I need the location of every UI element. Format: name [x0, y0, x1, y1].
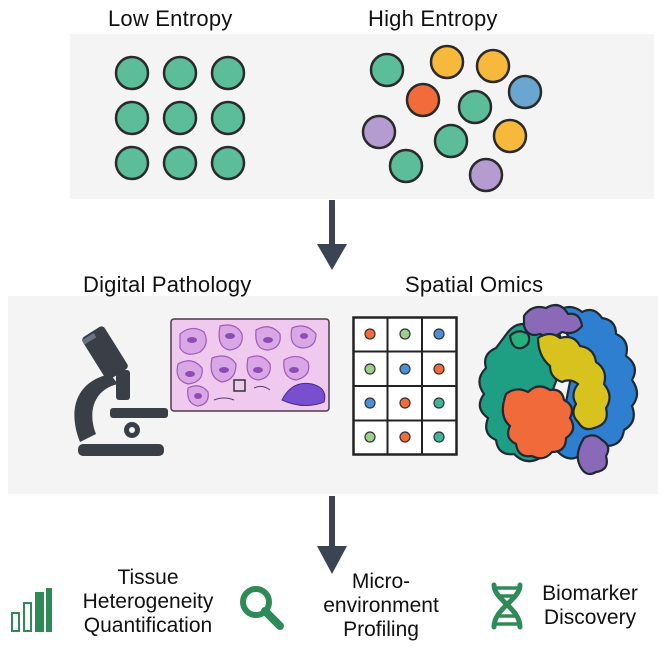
spatial-omics-title: Spatial Omics [405, 272, 544, 297]
high-entropy-scatter [361, 44, 543, 193]
grid-dot [114, 100, 150, 136]
spot [399, 431, 411, 443]
spot [433, 397, 445, 409]
digital-pathology-title: Digital Pathology [83, 272, 252, 297]
tissue-slide [170, 318, 330, 412]
scatter-dot [457, 89, 493, 125]
grid-dot [162, 145, 198, 181]
spot [364, 431, 376, 443]
low-entropy-grid [114, 55, 246, 181]
spot [364, 328, 376, 340]
grid-dot [210, 100, 246, 136]
outcome-line: Heterogeneity [82, 590, 214, 613]
outcome-line: Micro- [351, 570, 411, 593]
magnifier-icon [240, 586, 284, 630]
dna-icon [491, 582, 523, 630]
spot [433, 363, 445, 375]
scatter-dot [433, 123, 469, 159]
grid-dot [210, 145, 246, 181]
outcome-biomarker: Biomarker Discovery [520, 582, 660, 630]
scatter-dot [507, 74, 543, 110]
scatter-dot [388, 148, 424, 184]
grid-dot [210, 55, 246, 91]
down-arrow-top [317, 200, 347, 270]
spot [399, 363, 411, 375]
scatter-dot [361, 114, 397, 150]
outcome-line: Discovery [543, 606, 637, 629]
scatter-dot [475, 48, 511, 84]
low-entropy-title: Low Entropy [108, 6, 233, 31]
high-entropy-title: High Entropy [368, 6, 498, 31]
outcome-line: Quantification [83, 614, 213, 637]
scatter-dot [468, 157, 504, 193]
outcome-line: Profiling [343, 618, 419, 641]
bar-chart-icon [11, 588, 52, 632]
tissue-domains-map [478, 303, 639, 476]
grid-dot [114, 145, 150, 181]
scatter-dot [369, 52, 405, 88]
down-arrow-bottom [317, 496, 347, 574]
grid-dot [162, 55, 198, 91]
spot [399, 397, 411, 409]
outcome-line: Biomarker [542, 582, 638, 605]
scatter-dot [429, 44, 465, 80]
spot [433, 431, 445, 443]
outcome-tissue-heterogeneity: Tissue Heterogeneity Quantification [50, 566, 246, 638]
spot [364, 363, 376, 375]
outcome-line: Tissue [117, 566, 179, 589]
spot [399, 328, 411, 340]
outcome-microenvironment: Micro- environment Profiling [294, 570, 468, 642]
spot [433, 328, 445, 340]
microscope-icon [74, 326, 168, 456]
grid-dot [162, 100, 198, 136]
grid-dot [114, 55, 150, 91]
spatial-omics-grid [352, 316, 458, 456]
scatter-dot [492, 118, 528, 154]
outcome-line: environment [323, 594, 439, 617]
scatter-dot [405, 82, 441, 118]
spot [364, 397, 376, 409]
